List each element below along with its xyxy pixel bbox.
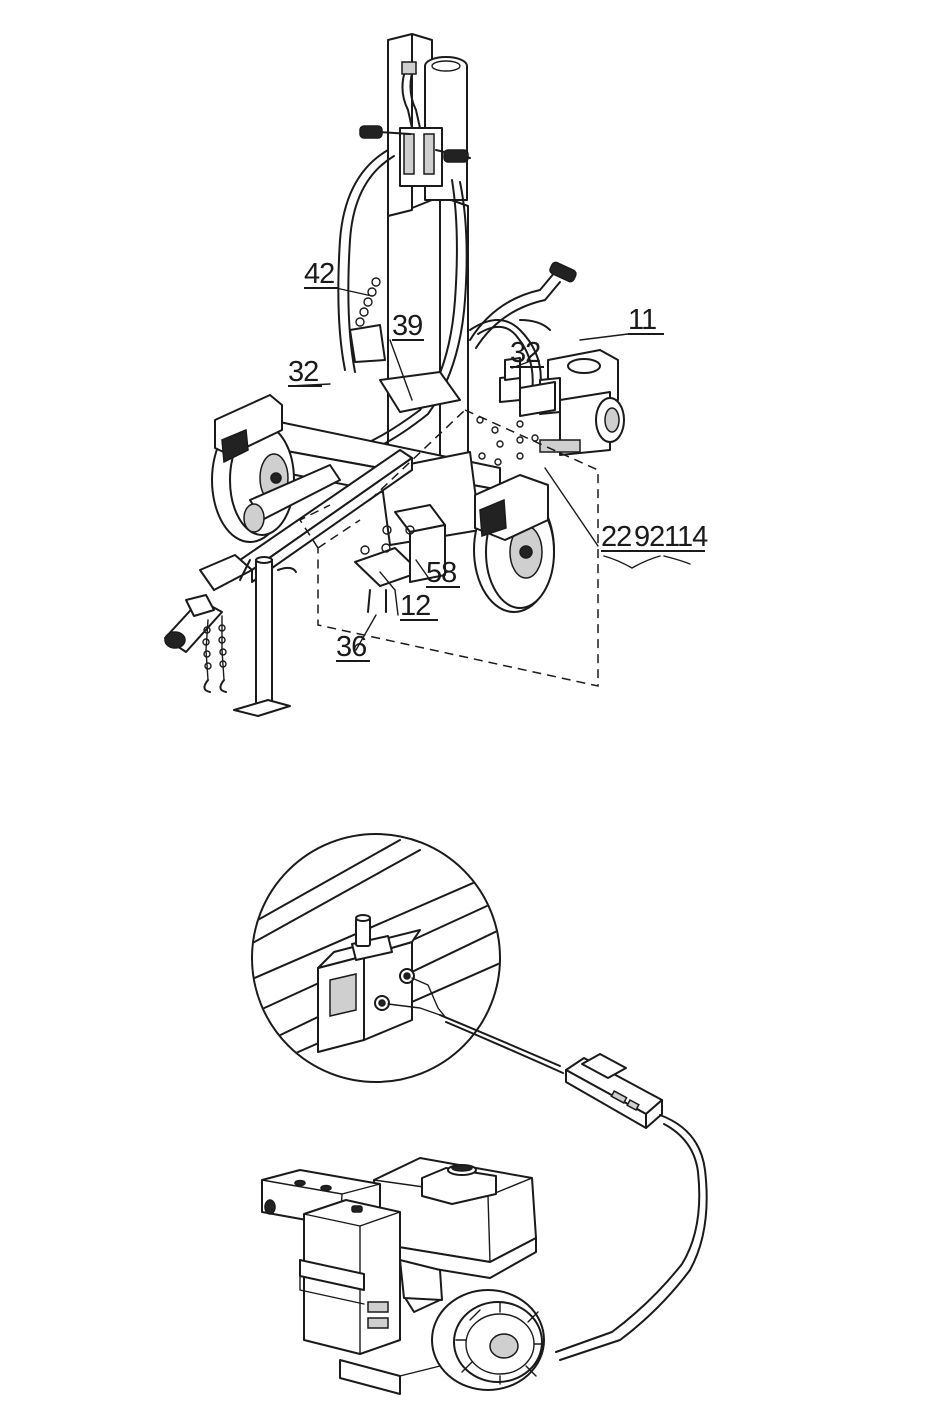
log-splitter-assembly (165, 34, 628, 716)
callout-22-92-114: 22 92 114 (601, 521, 708, 568)
svg-text:12: 12 (400, 590, 430, 622)
safety-chains (203, 616, 226, 692)
svg-text:92: 92 (634, 521, 664, 553)
callout-32-left: 32 (288, 356, 322, 388)
engine-lead-cable (560, 1115, 707, 1360)
svg-text:36: 36 (336, 631, 366, 663)
svg-text:39: 39 (392, 310, 422, 342)
svg-text:32: 32 (510, 337, 540, 369)
svg-text:58: 58 (426, 557, 456, 589)
svg-text:42: 42 (304, 258, 334, 290)
detail-magnifier-circle (240, 834, 530, 1082)
jack-stand (234, 557, 296, 716)
engine (262, 1158, 544, 1394)
safety-chain-upper (350, 278, 385, 362)
callout-32-right: 32 (510, 337, 544, 369)
callout-58: 58 (426, 557, 460, 589)
signal-cable (440, 1015, 560, 1066)
svg-text:11: 11 (628, 304, 656, 336)
callout-11: 11 (628, 304, 664, 336)
svg-text:32: 32 (288, 356, 318, 388)
callout-42: 42 (304, 258, 338, 290)
callout-12: 12 (400, 590, 438, 622)
svg-text:22: 22 (601, 521, 631, 553)
right-wheel (474, 475, 554, 612)
svg-text:114: 114 (664, 521, 708, 553)
mount-bolts (477, 417, 538, 465)
callout-36: 36 (336, 631, 370, 663)
callout-39: 39 (392, 310, 424, 342)
cable-connector (566, 1054, 662, 1128)
engine-wiring-detail (240, 834, 707, 1394)
